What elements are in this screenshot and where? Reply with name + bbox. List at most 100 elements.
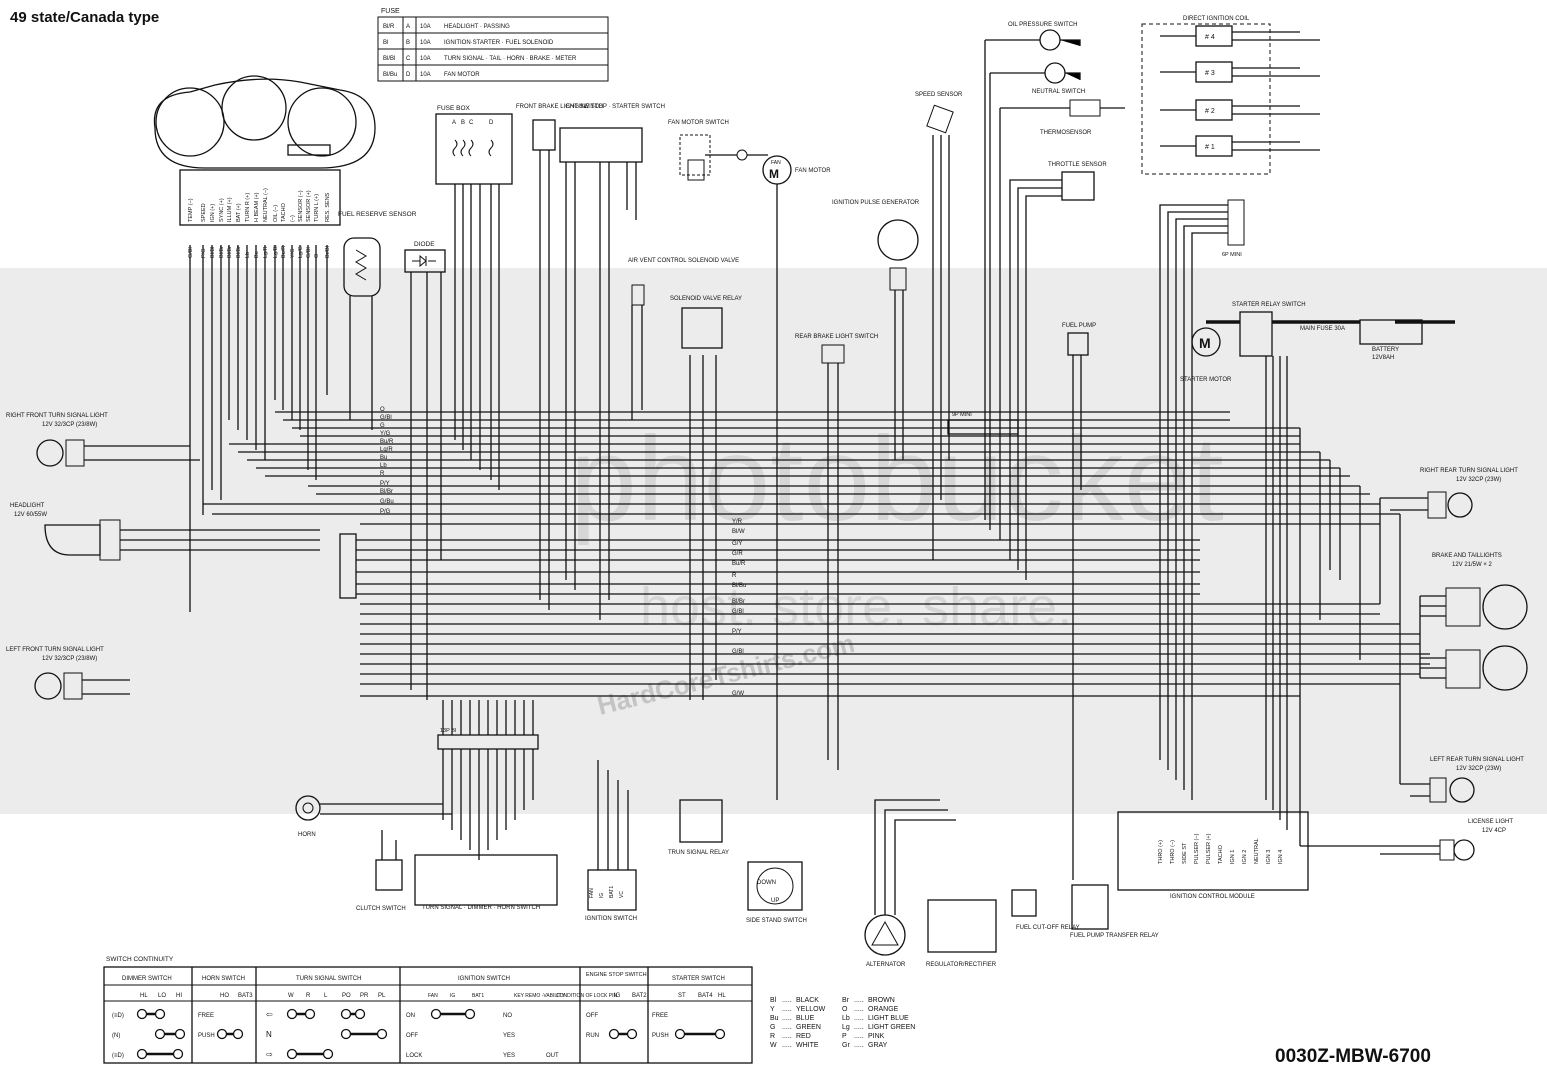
continuity-dot <box>286 1008 298 1020</box>
starter-row: FREE <box>652 1013 668 1019</box>
turn-col: L <box>324 993 328 999</box>
coil-wire <box>1160 31 1320 41</box>
svg-text:CLUTCH SWITCH: CLUTCH SWITCH <box>356 906 406 912</box>
horn-title: HORN SWITCH <box>202 976 245 982</box>
svg-text:FUSE BOX: FUSE BOX <box>437 105 471 112</box>
starter-row: PUSH <box>652 1033 669 1039</box>
coil-wire <box>1160 105 1320 115</box>
continuity-dot <box>464 1008 476 1020</box>
watermark-sub: host. store. share. <box>640 577 1072 637</box>
continuity-dot <box>136 1008 148 1020</box>
turn-row: ⇨ <box>266 1050 273 1059</box>
legend-code: Bl <box>770 997 777 1004</box>
svg-text:RIGHT FRONT TURN SIGNAL LIGHT: RIGHT FRONT TURN SIGNAL LIGHT <box>6 413 108 419</box>
fuse-letter: B <box>406 40 410 46</box>
svg-text:FUEL PUMP: FUEL PUMP <box>1062 323 1096 329</box>
engine-stop-title: ENGINE STOP SWITCH <box>586 972 647 978</box>
fuse-wire: Bl/Bu <box>383 72 397 78</box>
starter-relay-switch: STARTER RELAY SWITCH MAIN FUSE 30A <box>1206 302 1455 830</box>
bus-wire-label: G/W <box>732 691 744 697</box>
continuity-dot <box>608 1028 620 1040</box>
svg-text:12V8AH: 12V8AH <box>1372 355 1394 361</box>
continuity-dot <box>714 1028 726 1040</box>
meter-wire-label: Lg/G <box>298 246 304 258</box>
left-rear-turn-signal: LEFT REAR TURN SIGNAL LIGHT 12V 32CP (23… <box>1400 757 1524 803</box>
svg-text:NEUTRAL SWITCH: NEUTRAL SWITCH <box>1032 89 1085 95</box>
icm-pin-label: TACHO <box>1218 844 1224 864</box>
oil-pressure-switch: OIL PRESSURE SWITCH <box>985 22 1081 51</box>
bus-wire-label: G/Bl <box>732 649 744 655</box>
front-brake-switch: FRONT BRAKE LIGHT SWITCH <box>516 104 603 610</box>
meter-wire-label: Lg/R <box>263 246 269 258</box>
svg-text:HEADLIGHT: HEADLIGHT <box>10 503 45 509</box>
horn-row: FREE <box>198 1013 214 1019</box>
svg-text:SOLENOID VALVE RELAY: SOLENOID VALVE RELAY <box>670 296 742 302</box>
engine-stop-col: BAT2 <box>632 993 647 999</box>
svg-text:SWITCH CONTINUITY: SWITCH CONTINUITY <box>106 956 174 963</box>
legend-code: Bu <box>770 1015 779 1022</box>
ignition-col: KEY REMO -VABILITY <box>514 993 566 999</box>
bus-wire-label: R <box>732 573 737 579</box>
meter-wire-label: Bl/Bl <box>210 247 216 258</box>
meter-wire-label: G/Bl <box>306 247 312 258</box>
regulator-rectifier: REGULATOR/RECTIFIER <box>926 899 997 968</box>
air-vent-solenoid: AIR VENT CONTROL SOLENOID VALVE <box>628 258 739 420</box>
fuse-box-letter: C <box>469 120 474 126</box>
watermark-band <box>0 268 1547 814</box>
legend-name: ORANGE <box>868 1006 899 1013</box>
dimmer-row: (≡D) <box>112 1053 124 1059</box>
svg-text:12V 32/3CP (23/8W): 12V 32/3CP (23/8W) <box>42 422 97 428</box>
legend-dots: ..... <box>782 1006 792 1013</box>
svg-text:FUEL CUT-OFF RELAY: FUEL CUT-OFF RELAY <box>1016 925 1080 931</box>
fuse-letter: D <box>406 72 411 78</box>
ignition-remov: YES <box>503 1033 515 1039</box>
meter-pin-label: RES. SENS <box>325 192 331 222</box>
svg-text:SPEED SENSOR: SPEED SENSOR <box>915 92 963 98</box>
bus-wire-label: Bu/R <box>732 561 746 567</box>
turn-col: PR <box>360 993 369 999</box>
meter-wire-label: Lb <box>245 252 251 258</box>
turn-col: PO <box>342 993 351 999</box>
legend-name: GRAY <box>868 1042 888 1049</box>
starter-col: HL <box>718 993 726 999</box>
legend-name: LIGHT BLUE <box>868 1015 909 1022</box>
ignition-remov: NO <box>503 1013 512 1019</box>
connector-13p: 13P Bl <box>437 700 539 860</box>
starter-col: BAT4 <box>698 993 713 999</box>
turn-title: TURN SIGNAL SWITCH <box>296 976 361 982</box>
diagram-title: 49 state/Canada type <box>10 9 159 26</box>
fuse-box-letter: B <box>461 120 465 126</box>
horn-col: HO <box>220 993 229 999</box>
ign-switch-pin: VC <box>619 891 625 898</box>
meter-wire-label: P/G <box>201 249 207 258</box>
dimmer-col: HL <box>140 993 148 999</box>
ign-switch-pin: BAT1 <box>609 886 615 898</box>
svg-text:6P MINI: 6P MINI <box>1222 252 1242 258</box>
speed-sensor: SPEED SENSOR <box>915 92 963 560</box>
headlight: HEADLIGHT 12V 60/55W <box>10 503 320 561</box>
svg-text:REGULATOR/RECTIFIER: REGULATOR/RECTIFIER <box>926 962 997 968</box>
continuity-dot <box>154 1028 166 1040</box>
svg-text:FAN MOTOR: FAN MOTOR <box>795 168 831 174</box>
legend-dots: ..... <box>854 1015 864 1022</box>
fuel-reserve-sensor: FUEL RESERVE SENSOR <box>338 211 417 430</box>
bus-wire-label: Bu/R <box>380 439 394 445</box>
svg-text:REAR BRAKE LIGHT SWITCH: REAR BRAKE LIGHT SWITCH <box>795 334 878 340</box>
turn-row: ⇦ <box>266 1010 273 1019</box>
ignition-col: BAT1 <box>472 993 484 999</box>
dimmer-title: DIMMER SWITCH <box>122 976 172 982</box>
bus-wires <box>203 411 1430 697</box>
continuity-dot <box>304 1008 316 1020</box>
bus-wire-label: G <box>380 423 385 429</box>
ignition-remov: YES <box>503 1053 515 1059</box>
legend-code: Lb <box>842 1015 850 1022</box>
svg-text:AIR VENT CONTROL SOLENOID VALV: AIR VENT CONTROL SOLENOID VALVE <box>628 258 739 264</box>
continuity-dot <box>286 1048 298 1060</box>
neutral-switch: NEUTRAL SWITCH <box>990 62 1085 95</box>
fuse-wire: Bl <box>383 40 388 46</box>
legend-code: P <box>842 1033 847 1040</box>
continuity-dot <box>172 1048 184 1060</box>
coil-connector: 6P MINI <box>1159 199 1245 800</box>
